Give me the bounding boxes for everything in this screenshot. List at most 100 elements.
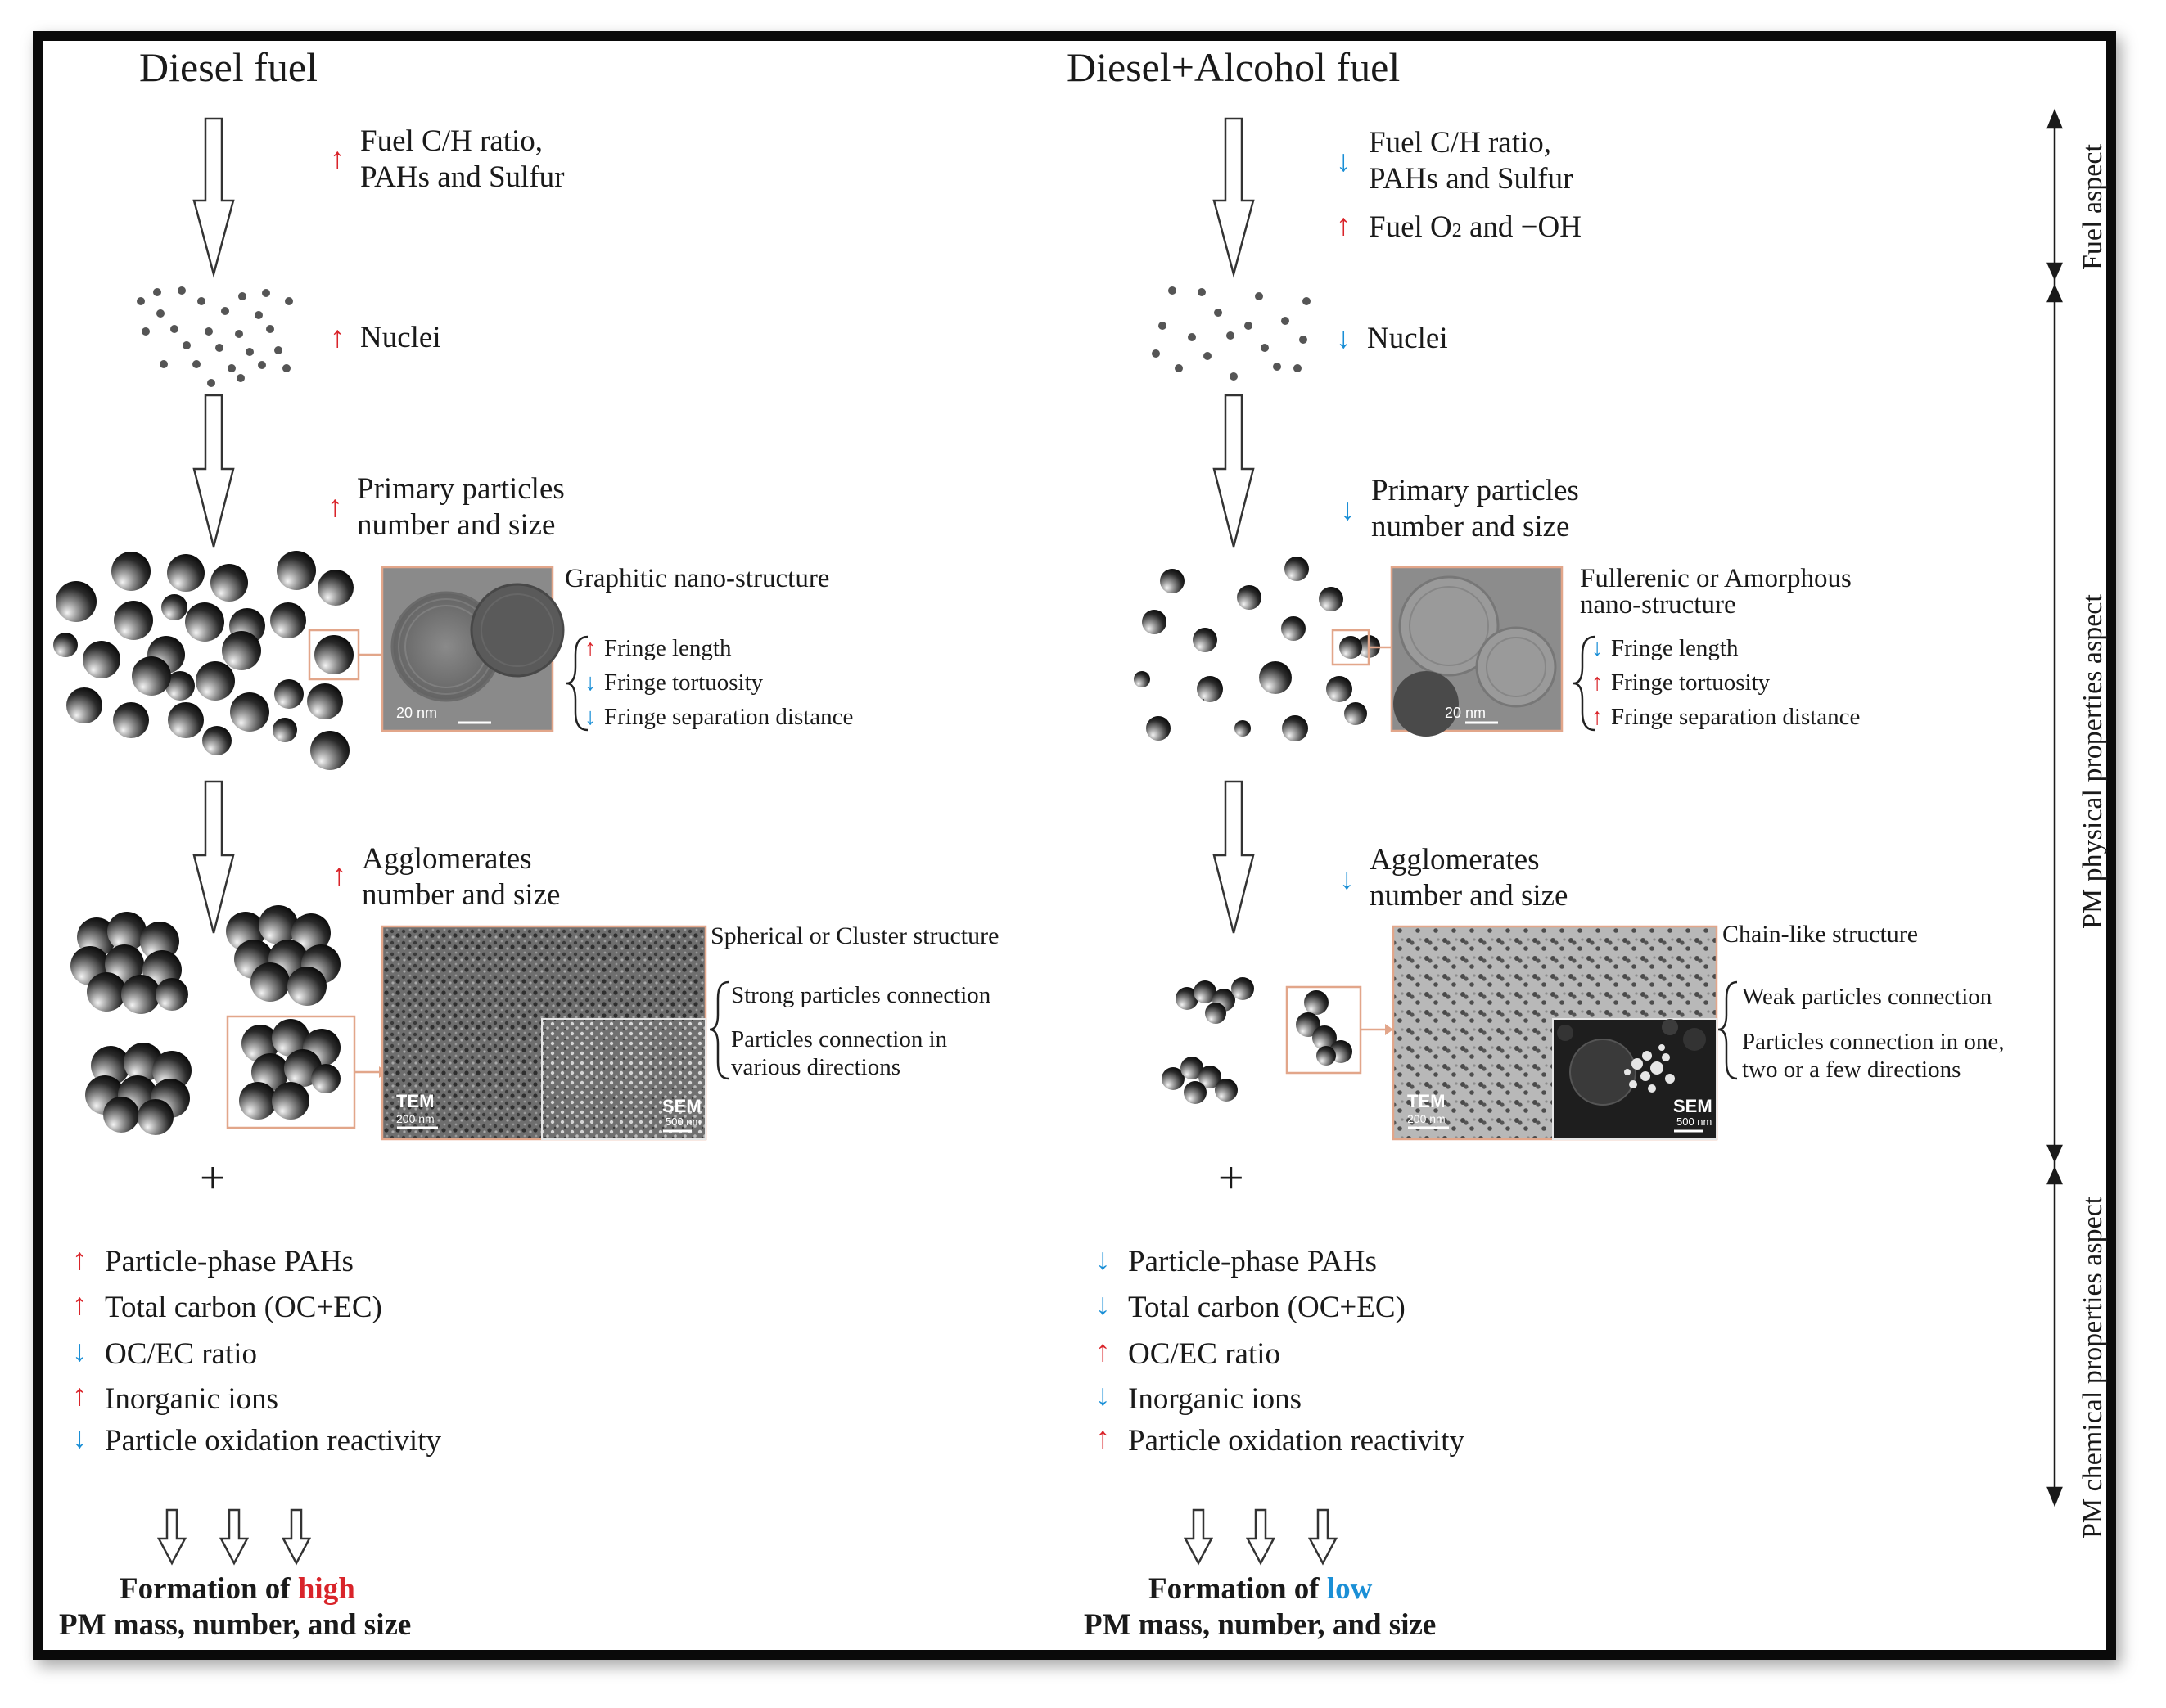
right-fuel-line2: PAHs and Sulfur (1369, 162, 1573, 196)
up-arrow-icon: ↑ (1095, 1422, 1111, 1455)
up-arrow-icon: ↑ (1095, 1335, 1111, 1368)
down-arrow-2 (1212, 394, 1255, 548)
left-chem-tc: Total carbon (OC+EC) (105, 1291, 382, 1324)
tem-sem-image-right (1392, 925, 1718, 1141)
down-arrow-1 (1212, 117, 1255, 278)
agglomerate-callout-right (1285, 985, 1393, 1075)
right-nuclei: Nuclei (1367, 322, 1448, 355)
down-arrow-icon: ↓ (72, 1335, 88, 1368)
aspect-physical-label: PM physical properties aspect (2078, 594, 2108, 929)
left-sem-bar: 500 nm (666, 1115, 702, 1128)
right-fuel-line1: Fuel C/H ratio, (1369, 126, 1552, 160)
left-tem-label: TEM (396, 1091, 435, 1111)
primary-particles-right (1134, 557, 1380, 741)
tem-image-nano-right (1390, 566, 1564, 737)
left-fuel-line2: PAHs and Sulfur (360, 160, 565, 194)
down-arrow-2 (192, 394, 235, 548)
right-conn-line3: two or a few directions (1742, 1057, 1961, 1083)
right-conn-line1: Weak particles connection (1742, 984, 1992, 1010)
conn-brace-right (1717, 980, 1738, 1080)
right-chem-oxidation: Particle oxidation reactivity (1128, 1424, 1464, 1458)
primary-callout-left (308, 629, 393, 681)
down-arrow-icon: ↓ (1339, 863, 1355, 896)
up-arrow-icon: ↑ (1591, 704, 1604, 730)
up-arrow-icon: ↑ (1336, 209, 1351, 242)
nuclei-dots-right (1152, 286, 1311, 381)
right-tem-label: TEM (1407, 1091, 1446, 1111)
figure-frame (33, 31, 2116, 1660)
left-fuel-line1: Fuel C/H ratio, (360, 124, 544, 158)
left-formation-word: high (297, 1572, 355, 1606)
right-sem-bar: 500 nm (1676, 1115, 1712, 1128)
right-fringe-length: Fringe length (1611, 635, 1739, 661)
right-nano-title-line2: nano-structure (1580, 590, 1736, 620)
left-conn-line2: Particles connection in (731, 1026, 948, 1052)
up-arrow-icon: ↑ (72, 1243, 88, 1277)
right-tem-bar: 200 nm (1407, 1112, 1446, 1125)
right-fuel-o2: Fuel O2 and −OH (1369, 210, 1582, 244)
left-chem-ions: Inorganic ions (105, 1382, 279, 1416)
left-fringe-length: Fringe length (604, 635, 732, 661)
left-primary-line1: Primary particles (357, 472, 565, 506)
agglomerates-left (70, 905, 341, 1135)
down-arrow-icon: ↓ (584, 704, 597, 730)
down-arrow-icon: ↓ (1336, 322, 1351, 355)
down-arrow-3 (192, 780, 235, 934)
down-arrow-icon: ↓ (1591, 635, 1604, 661)
left-sem-label: SEM (662, 1096, 702, 1116)
left-nuclei: Nuclei (360, 321, 441, 354)
right-agglom-line2: number and size (1370, 879, 1568, 913)
left-fringe-separation: Fringe separation distance (604, 704, 854, 730)
left-chem-ocec: OC/EC ratio (105, 1337, 258, 1371)
output-arrows-left (156, 1508, 312, 1566)
agglomerates-right (1162, 977, 1254, 1104)
down-arrow-icon: ↓ (1340, 493, 1356, 527)
left-conn-line1: Strong particles connection (731, 982, 991, 1008)
right-formation-word: low (1326, 1572, 1373, 1606)
right-fringe-separation: Fringe separation distance (1611, 704, 1861, 730)
up-arrow-icon: ↑ (327, 490, 343, 524)
flow-arrows-left (192, 117, 235, 934)
agglomerate-callout-left (226, 1015, 387, 1129)
left-agglom-line1: Agglomerates (362, 842, 532, 876)
left-tem-bar: 200 nm (396, 1112, 435, 1125)
left-agglom-line2: number and size (362, 878, 561, 912)
right-sem-label: SEM (1673, 1096, 1712, 1116)
left-chem-pahs: Particle-phase PAHs (105, 1245, 354, 1278)
right-tem-scale: 20 nm (1445, 705, 1487, 721)
down-arrow-icon: ↓ (72, 1422, 88, 1455)
right-chem-ocec: OC/EC ratio (1128, 1337, 1281, 1371)
right-chem-pahs: Particle-phase PAHs (1128, 1245, 1377, 1278)
right-fringe-tortuosity: Fringe tortuosity (1611, 669, 1771, 696)
left-fringe-tortuosity: Fringe tortuosity (604, 669, 764, 696)
nuclei-dots-left (137, 286, 293, 387)
right-title: Diesel+Alcohol fuel (1067, 44, 1401, 90)
conn-brace-left (709, 980, 729, 1080)
right-formation-line1: Formation of low (1148, 1572, 1373, 1606)
left-tem-scale: 20 nm (396, 705, 438, 721)
right-chem-ions: Inorganic ions (1128, 1382, 1302, 1416)
right-nano-title-line1: Fullerenic or Amorphous (1580, 564, 1852, 593)
up-arrow-icon: ↑ (332, 859, 347, 892)
right-primary-line1: Primary particles (1371, 474, 1579, 507)
tem-sem-image-left (381, 925, 707, 1141)
left-chem-oxidation: Particle oxidation reactivity (105, 1424, 441, 1458)
right-primary-line2: number and size (1371, 510, 1570, 543)
up-arrow-icon: ↑ (72, 1288, 88, 1322)
left-nano-title: Graphitic nano-structure (565, 564, 830, 593)
up-arrow-icon: ↑ (584, 635, 597, 661)
aspect-chemical-label: PM chemical properties aspect (2078, 1196, 2108, 1539)
right-agglom-line1: Agglomerates (1370, 843, 1540, 877)
down-arrow-icon: ↓ (1095, 1379, 1111, 1413)
primary-particles-left (53, 551, 354, 770)
aspect-axis (2046, 108, 2063, 1507)
up-arrow-icon: ↑ (330, 321, 345, 354)
up-arrow-icon: ↑ (72, 1379, 88, 1413)
down-arrow-icon: ↓ (584, 669, 597, 696)
aspect-fuel-label: Fuel aspect (2078, 144, 2108, 270)
tem-image-nano-left (381, 566, 565, 732)
right-conn-line2: Particles connection in one, (1742, 1029, 2005, 1055)
left-conn-line3: various directions (731, 1054, 900, 1080)
right-plus: + (1218, 1153, 1244, 1204)
